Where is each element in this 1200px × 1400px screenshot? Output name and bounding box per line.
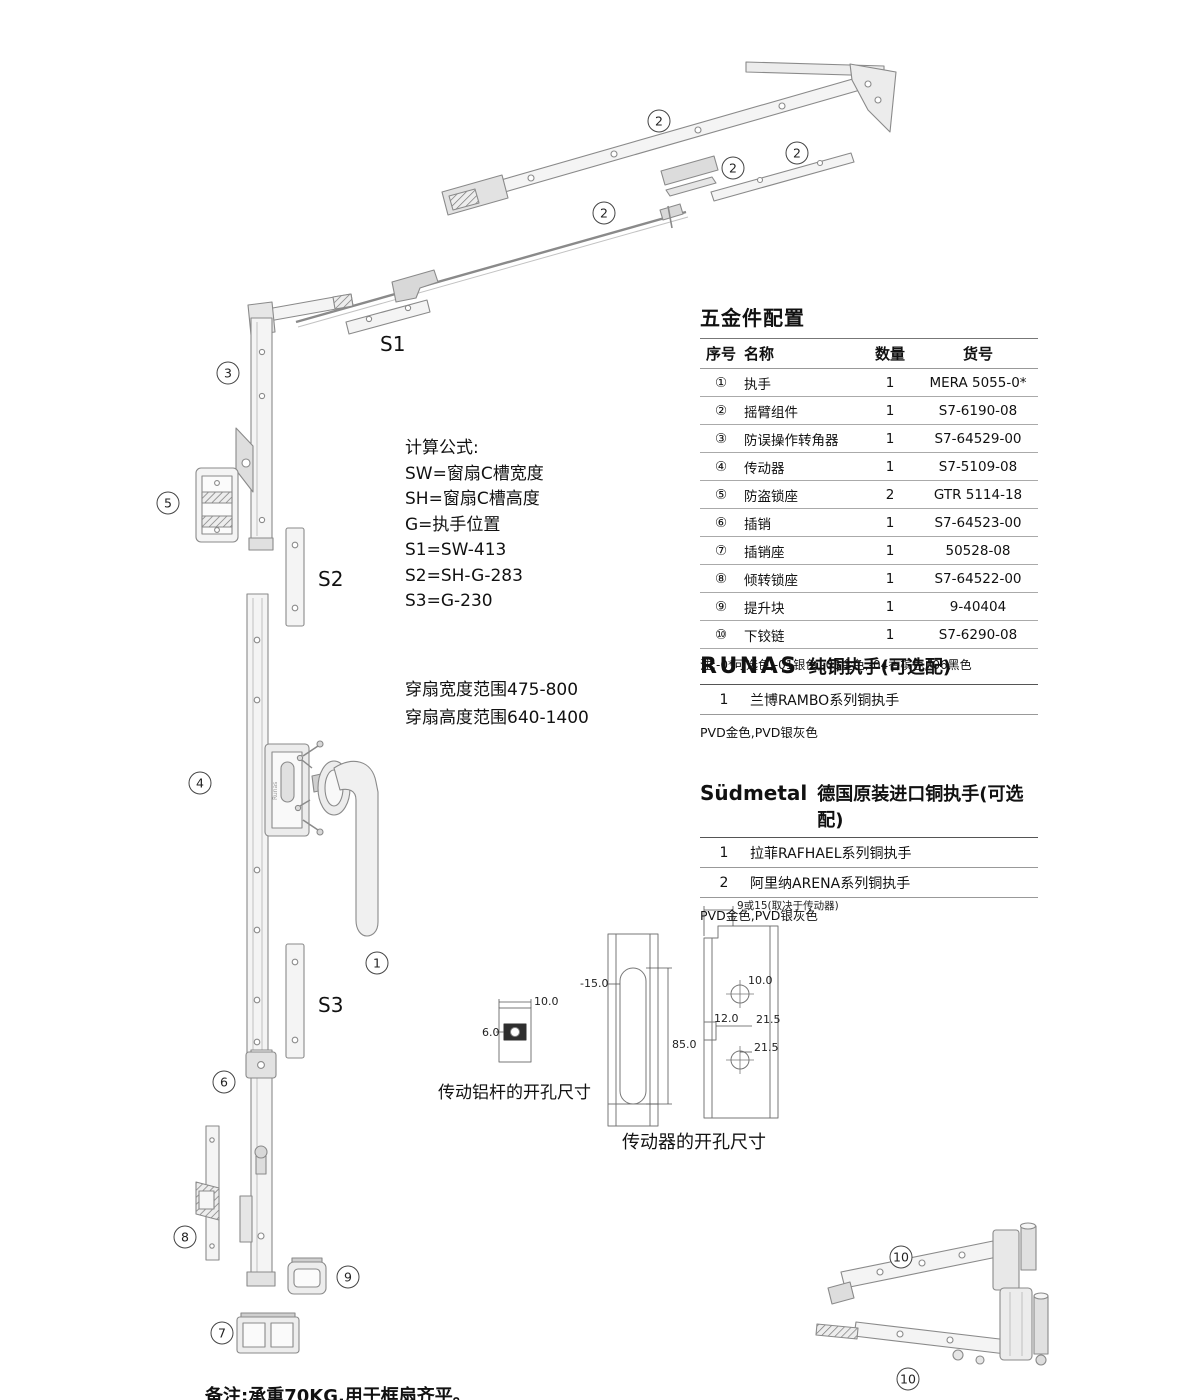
part-stay-arm-assembly [295, 61, 897, 328]
text-line: SH=窗扇C槽高度 [405, 489, 540, 509]
dim-a: 12.0 [714, 1012, 739, 1025]
text-line: S1=SW-413 [405, 540, 507, 560]
part-drive-gear: Runas [246, 593, 324, 1063]
hardware-table-title: 五金件配置 [700, 306, 805, 330]
runas-title: 纯铜执手(可选配) [808, 657, 952, 678]
part-tilt-keeper [195, 1125, 220, 1261]
part-s3-plate [285, 943, 305, 1059]
part-callout-2: 2 [647, 109, 671, 133]
text-line: S3=G-230 [405, 591, 493, 611]
rod-hole-caption: 传动铝杆的开孔尺寸 [438, 1083, 591, 1103]
part-callout-7: 7 [210, 1321, 234, 1345]
runas-header: RUNAS 纯铜执手(可选配) [700, 653, 1038, 685]
svg-text:Runas: Runas [272, 782, 279, 800]
header-qty: 数量 [862, 338, 918, 369]
header-no: 序号 [700, 338, 742, 369]
part-bolt-keeper [236, 1312, 300, 1354]
part-callout-10: 10 [896, 1367, 920, 1391]
part-callout-2: 2 [721, 156, 745, 180]
part-s1-plate [345, 299, 431, 335]
driver-hole-caption: 传动器的开孔尺寸 [622, 1132, 766, 1153]
drawing-driver-slot [607, 933, 672, 1127]
range-block: 穿扇宽度范围475-800 穿扇高度范围640-1400 [405, 676, 589, 732]
text-line: SW=窗扇C槽宽度 [405, 463, 544, 484]
header-name: 名称 [742, 338, 862, 369]
part-callout-2: 2 [592, 201, 616, 225]
runas-note: PVD金色,PVD银灰色 [700, 725, 818, 740]
runas-logo: RUNAS [700, 654, 799, 679]
part-corner-drive [235, 293, 354, 551]
part-callout-9: 9 [336, 1265, 360, 1289]
part-handle [294, 754, 379, 937]
part-lift-block [287, 1257, 327, 1295]
part-callout-10: 10 [889, 1245, 913, 1269]
part-callout-3: 3 [216, 361, 240, 385]
part-callout-8: 8 [173, 1225, 197, 1249]
text-line: 穿扇宽度范围475-800 [405, 680, 579, 700]
part-bolt [239, 1049, 277, 1287]
dim-slot-top: -15.0 [580, 977, 609, 990]
text-line: 穿扇高度范围640-1400 [405, 708, 589, 728]
dim-b: 21.5 [756, 1013, 781, 1026]
part-bottom-hinge [815, 1222, 1049, 1366]
dim-rod-height: 6.0 [482, 1026, 500, 1039]
dim-rod-width: 10.0 [534, 995, 559, 1008]
part-callout-4: 4 [188, 771, 212, 795]
text-line: S2=SH-G-283 [405, 565, 523, 586]
dimension-label-s2: S2 [318, 567, 344, 591]
part-s2-plate [285, 527, 305, 627]
footer-note: 备注:承重70KG,用于框扇齐平。 [205, 1386, 471, 1400]
part-callout-6: 6 [212, 1070, 236, 1094]
part-callout-5: 5 [156, 491, 180, 515]
dim-driver-top: 9或15(取决于传动器) [737, 900, 839, 912]
dimension-label-s1: S1 [380, 332, 406, 356]
text-line: G=执手位置 [405, 514, 501, 535]
dim-slot-length: 85.0 [672, 1038, 697, 1051]
hardware-table-header: 序号 名称 数量 货号 [700, 338, 1038, 369]
sudmetal-title: 德国原装进口铜执手(可选配) [817, 784, 1024, 831]
sudmetal-logo: Südmetal [700, 781, 808, 805]
formula-title: 计算公式: [405, 438, 479, 458]
hardware-table-note: 注:-0*可选色,-01银色,-03金色,-04香槟色,-06黑色 [700, 658, 972, 672]
dimension-label-s3: S3 [318, 993, 344, 1017]
dim-hole: 10.0 [748, 974, 773, 987]
drawing-driver-holes [703, 906, 779, 1119]
dim-c: 21.5 [754, 1041, 779, 1054]
part-callout-1: 1 [365, 951, 389, 975]
header-code: 货号 [918, 338, 1038, 369]
part-security-keeper [195, 467, 239, 543]
drawing-rod-hole [496, 999, 532, 1063]
sudmetal-note: PVD金色,PVD银灰色 [700, 908, 818, 923]
part-callout-2: 2 [785, 141, 809, 165]
sudmetal-header: Südmetal 德国原装进口铜执手(可选配) [700, 780, 1038, 838]
